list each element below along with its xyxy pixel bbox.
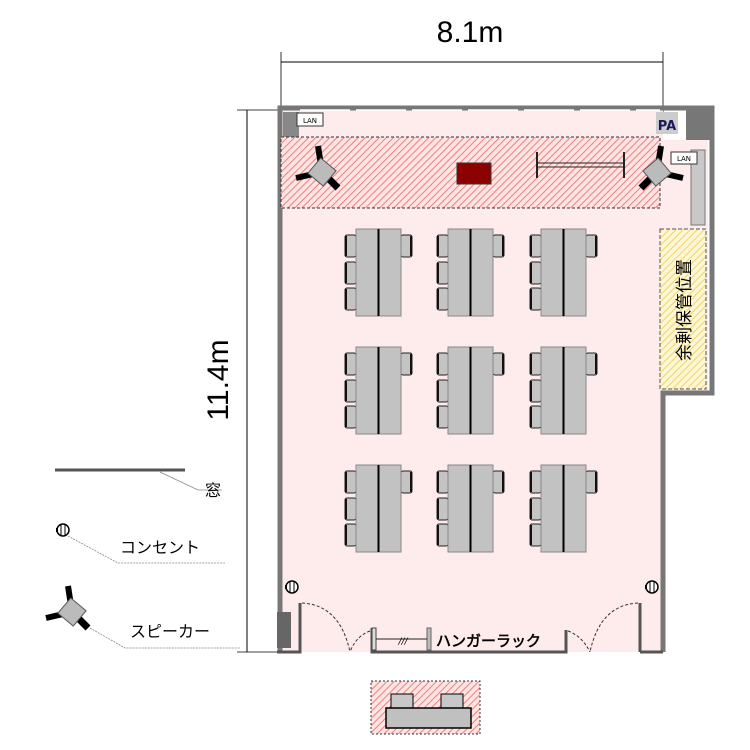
legend-speaker: スピーカー: [46, 586, 240, 649]
speaker-icon: [46, 586, 88, 628]
lan-port-left: LAN: [296, 112, 324, 127]
hanger-rack: /// ハンガーラック: [371, 627, 541, 651]
legend-outlet: コンセント: [55, 523, 225, 564]
svg-text:LAN: LAN: [303, 117, 317, 125]
svg-text:コンセント: コンセント: [120, 538, 200, 557]
reception-desk: [370, 680, 481, 735]
svg-text:LAN: LAN: [677, 155, 691, 163]
surplus-storage-area: 余剰保管位置: [659, 228, 707, 390]
outlet-icon: [284, 580, 299, 594]
screen: [536, 152, 625, 178]
outlet-icon: [55, 523, 70, 537]
width-dimension: 8.1m: [280, 16, 664, 112]
lan-port-right: LAN: [670, 151, 698, 165]
width-label: 8.1m: [437, 16, 504, 49]
table-groups: [345, 229, 597, 552]
legend-window: 窓: [55, 468, 222, 500]
depth-dimension: 11.4m: [202, 109, 290, 653]
room: LAN LAN PA 余剰保管位置: [277, 105, 715, 654]
podium: [456, 162, 492, 185]
svg-text:PA: PA: [658, 119, 676, 134]
svg-text:///: ///: [397, 637, 408, 647]
legend: 窓 コンセント スピーカー: [46, 468, 240, 649]
svg-text:窓: 窓: [205, 481, 221, 500]
doors[interactable]: [301, 602, 639, 653]
outlet-icon: [644, 580, 659, 594]
svg-text:余剰保管位置: 余剰保管位置: [675, 259, 695, 361]
svg-text:スピーカー: スピーカー: [130, 622, 210, 641]
pa-box: PA: [656, 112, 678, 134]
hanger-rack-label: ハンガーラック: [436, 632, 541, 650]
depth-label: 11.4m: [202, 339, 235, 420]
